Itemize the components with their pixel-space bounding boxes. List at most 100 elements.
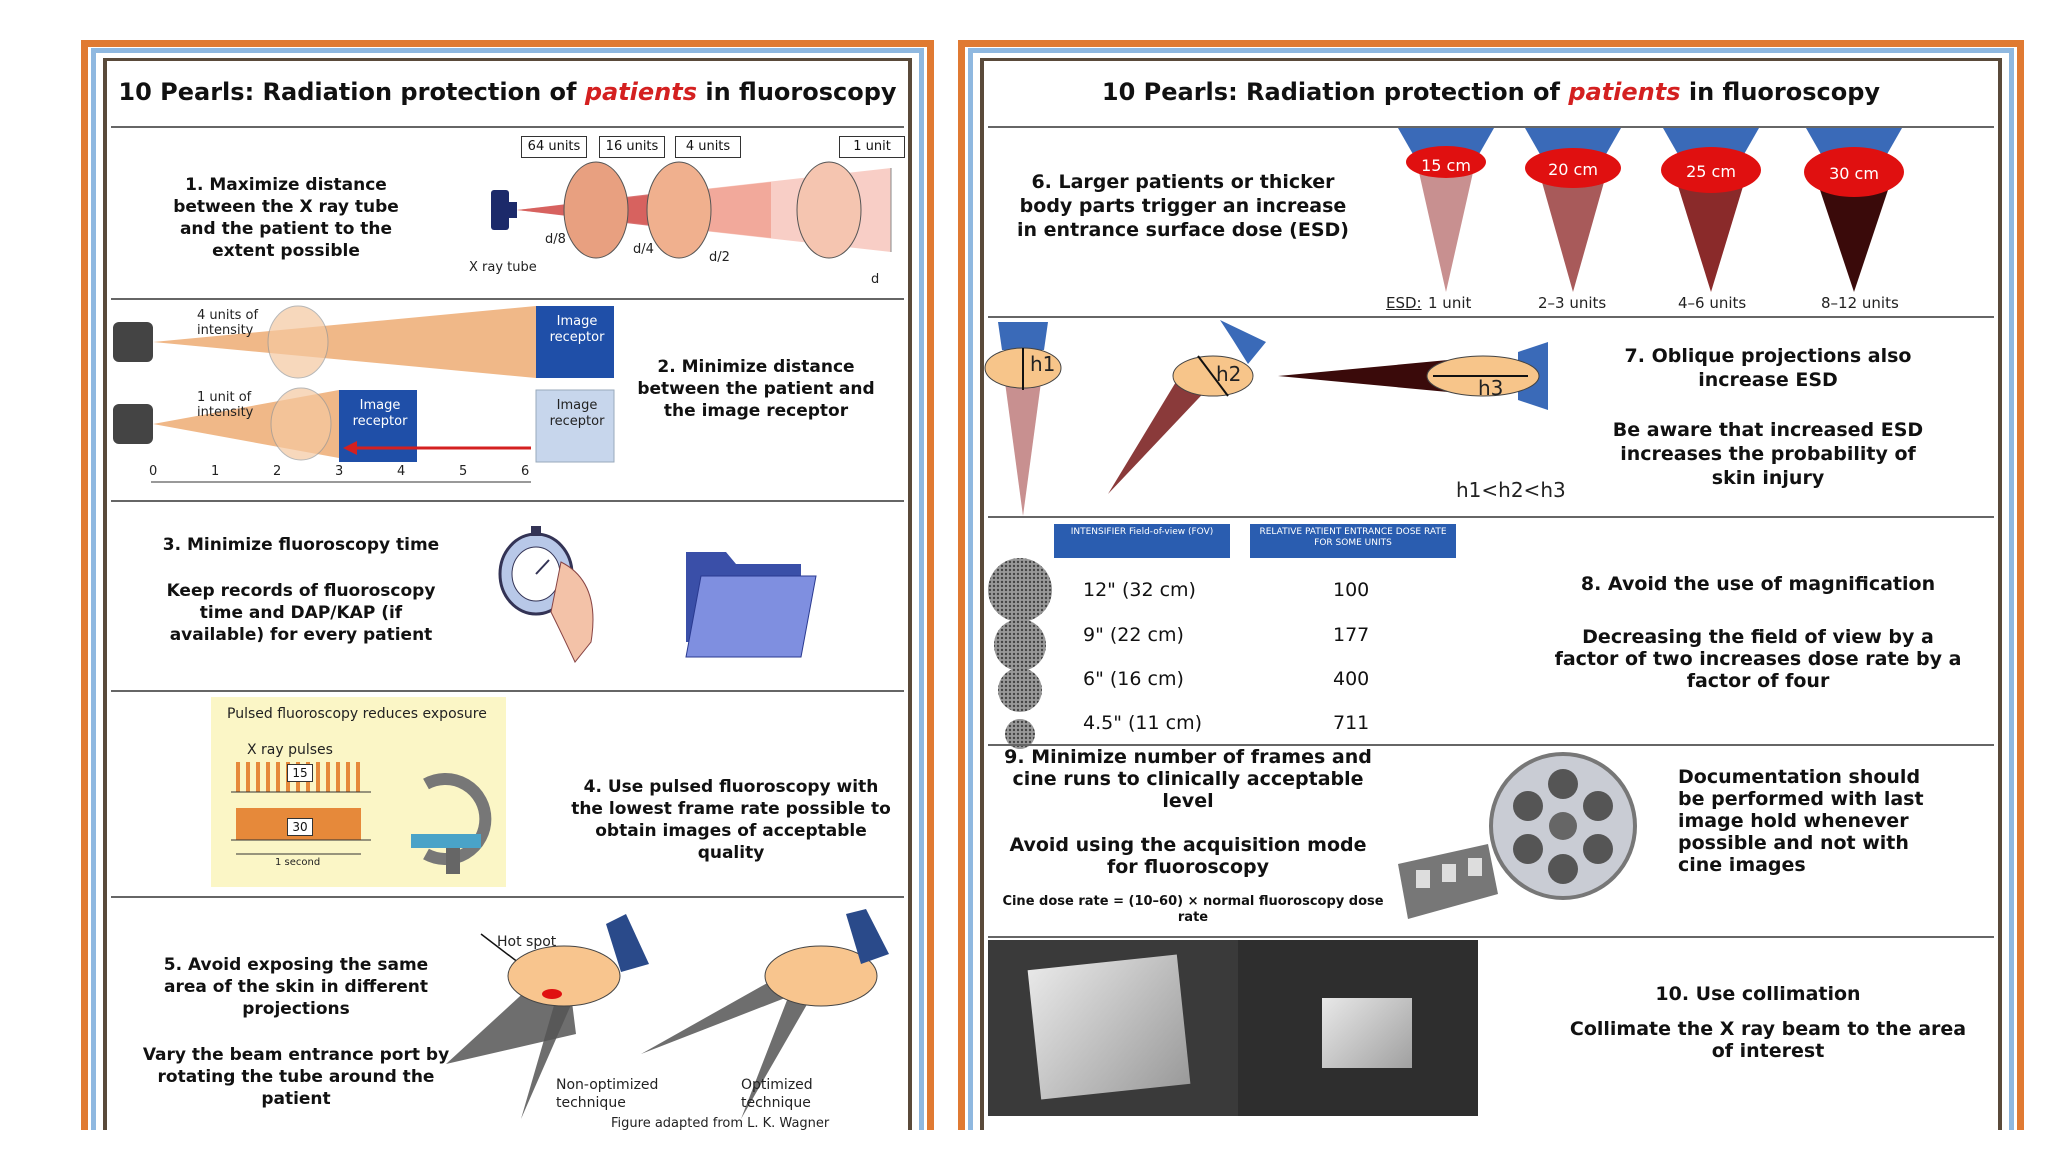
scale-tick: 3 [335, 464, 344, 479]
left-poster-panel: 10 Pearls: Radiation protection of patie… [81, 40, 934, 1131]
title-emphasis: patients [584, 78, 698, 106]
size-label: 25 cm [1686, 162, 1736, 181]
xray-image-collimated [1238, 940, 1478, 1116]
fov-value: 6" (16 cm) [1083, 668, 1184, 690]
fov-circles [988, 558, 1052, 749]
dose-value: 100 [1333, 579, 1370, 601]
pearl-3-text: Keep records of fluoroscopy time and DAP… [166, 581, 436, 645]
xray-tube-label: X ray tube [469, 260, 537, 275]
fov-header: INTENSIFIER Field-of-view (FOV) [1054, 524, 1230, 558]
film-reel-icon [1398, 752, 1637, 919]
title-emphasis: patients [1568, 78, 1681, 106]
non-optimized-label: Non-optimized technique [556, 1077, 659, 1111]
dose-header: RELATIVE PATIENT ENTRANCE DOSE RATE FOR … [1250, 524, 1456, 558]
folder-icon [685, 552, 817, 658]
distance-label: d/4 [633, 242, 654, 257]
divider [988, 744, 1994, 746]
right-content: 10 Pearls: Radiation protection of patie… [984, 64, 1994, 1130]
frame-outer [958, 40, 2024, 1130]
left-content: 10 Pearls: Radiation protection of patie… [111, 64, 905, 1131]
intensity-label: 1 unit of intensity [197, 390, 254, 420]
units-label: 64 units [521, 136, 587, 158]
fov-value: 9" (22 cm) [1083, 624, 1184, 646]
distance-label: d/8 [545, 232, 566, 247]
pearl-2-text: 2. Minimize distance between the patient… [637, 357, 875, 421]
divider [111, 126, 904, 128]
xray-tube-icon [491, 190, 509, 230]
scale-tick: 5 [459, 464, 468, 479]
size-label: 15 cm [1421, 156, 1471, 175]
pearl-10-text: Collimate the X ray beam to the area of … [1569, 1018, 1967, 1062]
pearl-1-diagram [491, 161, 892, 259]
pearl-6-diagram [1398, 128, 1904, 292]
documentation-text: Documentation should be performed with l… [1678, 766, 1924, 876]
divider [988, 316, 1994, 318]
phantom-ellipse [796, 161, 862, 259]
cine-formula: Cine dose rate = (10–60) × normal fluoro… [1002, 894, 1384, 925]
esd-prefix: ESD: [1386, 294, 1422, 312]
pearl-5-text: Vary the beam entrance port by rotating … [142, 1045, 450, 1109]
divider [111, 500, 904, 502]
pearl-8-title: 8. Avoid the use of magnification [1580, 573, 1936, 595]
second-label: 1 second [275, 857, 321, 868]
h1-label: h1 [1030, 352, 1056, 376]
pearl-6-text: 6. Larger patients or thicker body parts… [1017, 171, 1349, 241]
phantom-ellipse [563, 161, 629, 259]
pearl-5-title: 5. Avoid exposing the same area of the s… [163, 955, 429, 1019]
units-label: 16 units [599, 136, 665, 158]
c-arm-icon [411, 773, 492, 874]
dose-value: 711 [1333, 712, 1370, 734]
divider [111, 690, 904, 692]
h-relation: h1<h2<h3 [1456, 478, 1566, 502]
divider [111, 298, 904, 300]
pulsed-box-title: Pulsed fluoroscopy reduces exposure [227, 706, 487, 722]
scale-tick: 0 [149, 464, 158, 479]
pearl-8-text: Decreasing the field of view by a factor… [1554, 626, 1962, 692]
units-label: 4 units [675, 136, 741, 158]
tube-icon [113, 404, 153, 444]
frame-middle [91, 48, 924, 1130]
distance-label: d/2 [709, 250, 730, 265]
receptor-label: Image receptor [352, 398, 408, 429]
dose-value: 177 [1333, 624, 1370, 646]
phantom-ellipse [646, 161, 712, 259]
rate-30: 30 [287, 818, 313, 836]
pearl-4-text: 4. Use pulsed fluoroscopy with the lowes… [571, 777, 891, 863]
size-label: 20 cm [1548, 160, 1598, 179]
right-poster-panel: 10 Pearls: Radiation protection of patie… [958, 40, 2024, 1130]
rate-15: 15 [287, 764, 313, 782]
h2-label: h2 [1216, 362, 1242, 386]
xray-image-uncollimated [988, 940, 1238, 1116]
optimized-label: Optimized technique [741, 1077, 813, 1111]
pearl-7-title: 7. Oblique projections also increase ESD [1624, 345, 1912, 391]
pearl-2-diagram [113, 305, 615, 483]
fov-value: 12" (32 cm) [1083, 579, 1196, 601]
esd-label: 1 unit [1428, 294, 1472, 312]
frame-outer [81, 40, 934, 1130]
scale-tick: 2 [273, 464, 282, 479]
intensity-label: 4 units of intensity [197, 308, 259, 338]
scale-tick: 1 [211, 464, 220, 479]
pearl-1-text: 1. Maximize distance between the X ray t… [173, 175, 399, 261]
dose-value: 400 [1333, 668, 1370, 690]
left-title: 10 Pearls: Radiation protection of patie… [118, 78, 897, 106]
pearl-7-text: Be aware that increased ESD increases th… [1612, 419, 1924, 489]
hot-spot-label: Hot spot [497, 934, 557, 950]
pulses-label: X ray pulses [247, 742, 333, 758]
scale-tick: 6 [521, 464, 530, 479]
frame-inner [103, 58, 912, 1130]
pearl-7-diagram [984, 320, 1548, 516]
frame-inner [980, 58, 2002, 1130]
esd-label: 8–12 units [1821, 294, 1899, 312]
esd-label: 2–3 units [1538, 294, 1607, 312]
divider [988, 126, 1994, 128]
pearl-9-text: Avoid using the acquisition mode for flu… [1009, 834, 1367, 878]
receptor-label: Image receptor [549, 314, 605, 345]
frame-middle [968, 48, 2014, 1130]
right-title: 10 Pearls: Radiation protection of patie… [1101, 78, 1881, 106]
units-label: 1 unit [839, 136, 905, 158]
distance-label: d [871, 272, 880, 287]
divider [111, 896, 904, 898]
esd-label: 4–6 units [1678, 294, 1747, 312]
pearl-9-title: 9. Minimize number of frames and cine ru… [1004, 746, 1372, 812]
